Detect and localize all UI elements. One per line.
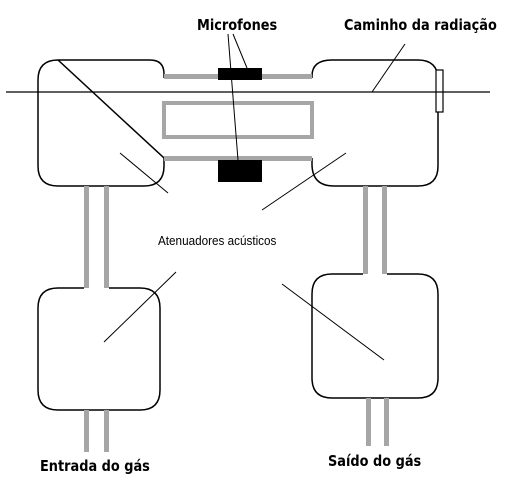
attenuator-line-4 bbox=[281, 283, 385, 361]
left-upper-chamber bbox=[37, 59, 165, 187]
microphone-leader-2 bbox=[232, 33, 248, 69]
gas-inlet-label: Entrada do gás bbox=[40, 457, 150, 475]
microphone-leader-1 bbox=[227, 33, 239, 161]
resonator-tube bbox=[162, 101, 314, 139]
optical-window bbox=[435, 69, 444, 113]
inlet-pipe-left bbox=[84, 410, 89, 452]
attenuator-line-1 bbox=[119, 152, 169, 194]
gas-outlet-label: Saído do gás bbox=[328, 452, 422, 470]
radiation-path-leader bbox=[371, 43, 406, 93]
right-lower-chamber bbox=[311, 273, 439, 399]
outlet-pipe-left bbox=[366, 398, 371, 446]
right-pipe-inner bbox=[363, 186, 368, 274]
left-pipe-inner bbox=[104, 186, 109, 288]
outlet-pipe-right bbox=[384, 398, 389, 446]
left-pipe-outer bbox=[84, 186, 89, 288]
right-upper-chamber bbox=[311, 59, 439, 187]
radiation-path-label: Caminho da radiação bbox=[344, 16, 497, 34]
acoustic-attenuators-label: Atenuadores acústicos bbox=[158, 233, 277, 248]
right-pipe-outer bbox=[382, 186, 387, 274]
microphone-bottom bbox=[218, 160, 262, 182]
inlet-pipe-right bbox=[104, 410, 109, 452]
microphone-top bbox=[218, 68, 262, 80]
microphones-label: Microfones bbox=[197, 16, 278, 34]
attenuator-line-2 bbox=[261, 152, 347, 211]
attenuator-line-3 bbox=[103, 271, 177, 343]
left-lower-chamber bbox=[37, 287, 161, 411]
